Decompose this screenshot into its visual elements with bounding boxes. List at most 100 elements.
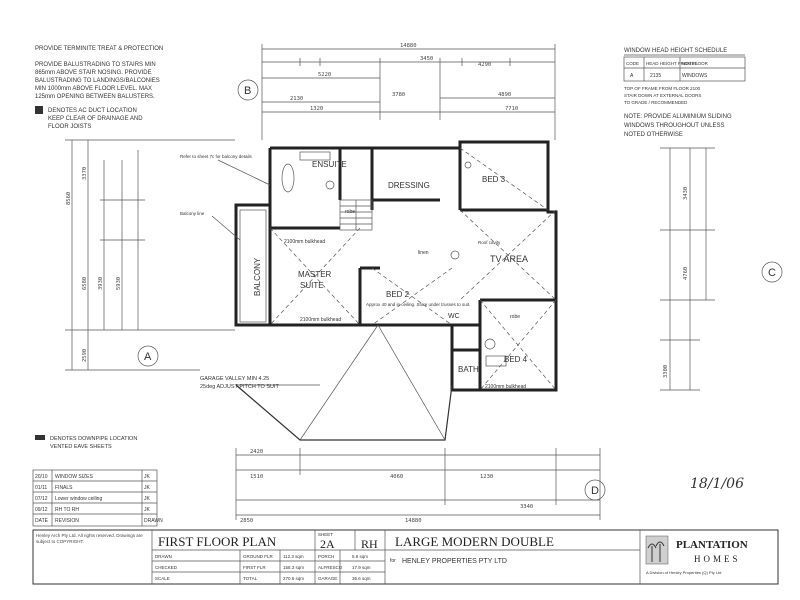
company-logo: PLANTATION HOMES A Division of Henley Pr… [645, 535, 748, 575]
robe-note: robe [510, 314, 520, 320]
dim-bottom-c: 1230 [480, 474, 493, 480]
dim-top-a: 5220 [318, 72, 331, 78]
schedule-extra: TOP OF FRAME FROM FLOOR 2100 [624, 86, 701, 91]
downpipe-note: DENOTES DOWNPIPE LOCATION [50, 436, 137, 442]
area-label: GARAGE [318, 576, 337, 581]
rev-desc: FINALS [55, 485, 73, 491]
dim-bottom-f: 1510 [250, 474, 263, 480]
garage-roof [235, 324, 453, 441]
title-block: Henley Arch Pty Ltd. All rights reserved… [32, 529, 779, 585]
sheet-label: SHEET [318, 532, 333, 537]
area-label: GROUND FLR [243, 554, 274, 559]
area-label: ALFRESCO [318, 565, 343, 570]
dim-top-g: 1320 [310, 106, 323, 112]
note-line: 125mm OPENING BETWEEN BALUSTERS. [35, 94, 155, 100]
notes-heading: PROVIDE TERMINITE TREAT & PROTECTION [35, 46, 163, 52]
dim-left-e: 2590 [82, 349, 88, 362]
note-line: 865mm ABOVE STAIR NOSING. PROVIDE [35, 70, 152, 76]
grid-marker-b: B [237, 79, 259, 101]
room-dressing: DRESSING [388, 181, 430, 190]
note-line: MIN 1000mm ABOVE FLOOR LEVEL. MAX [35, 86, 152, 92]
area-label: PORCH [318, 554, 334, 559]
schedule-header: HEAD HEIGHT FROM FLOOR [646, 61, 709, 66]
refer-note: Refer to sheet 7c for balcony details [180, 154, 253, 159]
room-wc: WC [448, 313, 460, 320]
dim-top-e: 7710 [505, 106, 518, 112]
checked-label: CHECKED [155, 565, 178, 570]
dim-left-c: 5930 [116, 277, 122, 290]
room-bed2: BED 2 [386, 290, 410, 299]
room-bed3: BED 3 [482, 175, 506, 184]
rev-date: 09/12 [35, 507, 48, 513]
bed2-note: Approx 40 and in ceiling. Store under tr… [366, 302, 470, 307]
note-line: PROVIDE BALUSTRADING TO STAIRS MIN [35, 62, 156, 68]
linen-note: linen [418, 250, 429, 256]
building-walls [234, 140, 558, 392]
ac-duct-note: DENOTES AC DUCT LOCATION [48, 108, 137, 114]
area-value: 158.3 sqm [283, 565, 304, 570]
left-dimensions: 8560 3370 3930 5930 6580 2590 [65, 139, 235, 371]
area-value: 270.6 sqm [283, 576, 304, 581]
dim-bottom-e: 3340 [520, 504, 533, 510]
grid-label: A [144, 351, 152, 363]
rev-footer: DATE [35, 518, 49, 524]
area-value: 5.6 sqm [352, 554, 368, 559]
schedule-header: NOTES [682, 61, 698, 66]
dim-bottom-d: 2850 [240, 518, 253, 524]
dim-bottom-b: 2420 [250, 449, 263, 455]
top-dimensions: 14880 5220 3450 4290 4890 7710 2130 1320… [261, 43, 556, 140]
dim-left-d: 6580 [82, 277, 88, 290]
downpipe-note: VENTED EAVE SHEETS [50, 444, 112, 450]
plan-annotations: 2100mm bulkhead 2100mm bulkhead 2100mm b… [180, 154, 526, 390]
downpipe-notes: DENOTES DOWNPIPE LOCATION VENTED EAVE SH… [35, 435, 137, 450]
drawing-title: FIRST FLOOR PLAN [158, 534, 277, 549]
garage-valley-note: GARAGE VALLEY MIN 4.25 [200, 376, 269, 382]
window-schedule-title: WINDOW HEAD HEIGHT SCHEDULE [624, 48, 727, 54]
bulkhead-note: 2100mm bulkhead [485, 384, 526, 390]
room-master: MASTER [298, 270, 332, 279]
note-line: BALUSTRADING TO LANDINGS/BALCONIES [35, 78, 160, 84]
right-dimensions: 3430 4760 3300 [660, 147, 715, 391]
drawn-label: DRAWN [155, 554, 172, 559]
bottom-dimensions: 2420 4060 1510 1230 3340 2850 14880 [235, 448, 601, 524]
revision-table: 20/10 WINDOW SIZES JK 01/11 FINALS JK 07… [32, 469, 163, 527]
area-label: TOTAL [243, 576, 258, 581]
grid-marker-d: D [584, 479, 606, 501]
rev-by: JK [144, 496, 151, 502]
dim-bottom-overall: 14880 [405, 518, 422, 524]
dim-top-f: 2130 [290, 96, 303, 102]
dim-top-b: 3450 [420, 56, 433, 62]
schedule-extra: STAIR DOWN AT EXTERNAL DOORS [624, 93, 701, 98]
client-name: HENLEY PROPERTIES PTY LTD [402, 558, 507, 565]
room-bed4: BED 4 [504, 355, 528, 364]
room-bath: BATH [458, 365, 479, 374]
stairs [339, 199, 373, 231]
garage-roof-note: 25deg ADJUST PITCH TO SUIT [200, 384, 280, 390]
schedule-extra: TO GRADE / RECOMMENDED [624, 100, 688, 105]
room-suite: SUITE [300, 281, 324, 290]
dim-top-h: 3780 [392, 92, 405, 98]
schedule-cell: WINDOWS [682, 73, 708, 79]
for-label: for [390, 558, 396, 564]
schedule-note: NOTED OTHERWISE [624, 132, 683, 138]
rev-by: JK [144, 485, 151, 491]
brand-name: PLANTATION [676, 539, 748, 551]
schedule-cell: A [630, 73, 634, 79]
dim-right-a: 3430 [683, 187, 689, 200]
area-label: FIRST FLR [243, 565, 266, 570]
ceiling-lines [269, 147, 557, 391]
area-value: 112.3 sqm [283, 554, 304, 559]
rev-date: 07/12 [35, 496, 48, 502]
room-ensuite: ENSUITE [312, 160, 347, 169]
rev-by: JK [144, 507, 151, 513]
grid-label: C [768, 267, 776, 279]
rev-desc: RH TO RH [55, 507, 79, 513]
dim-right-c: 3300 [663, 365, 669, 378]
ac-duct-symbol [35, 106, 43, 114]
brand-tagline: A Division of Henley Properties (Q) Pty … [646, 570, 721, 575]
rev-desc: WINDOW SIZES [55, 474, 93, 480]
palm-tree-icon [647, 541, 665, 562]
project-name: LARGE MODERN DOUBLE [395, 534, 554, 549]
grid-marker-c: C [761, 261, 783, 283]
area-value: 36.6 sqm [352, 576, 371, 581]
